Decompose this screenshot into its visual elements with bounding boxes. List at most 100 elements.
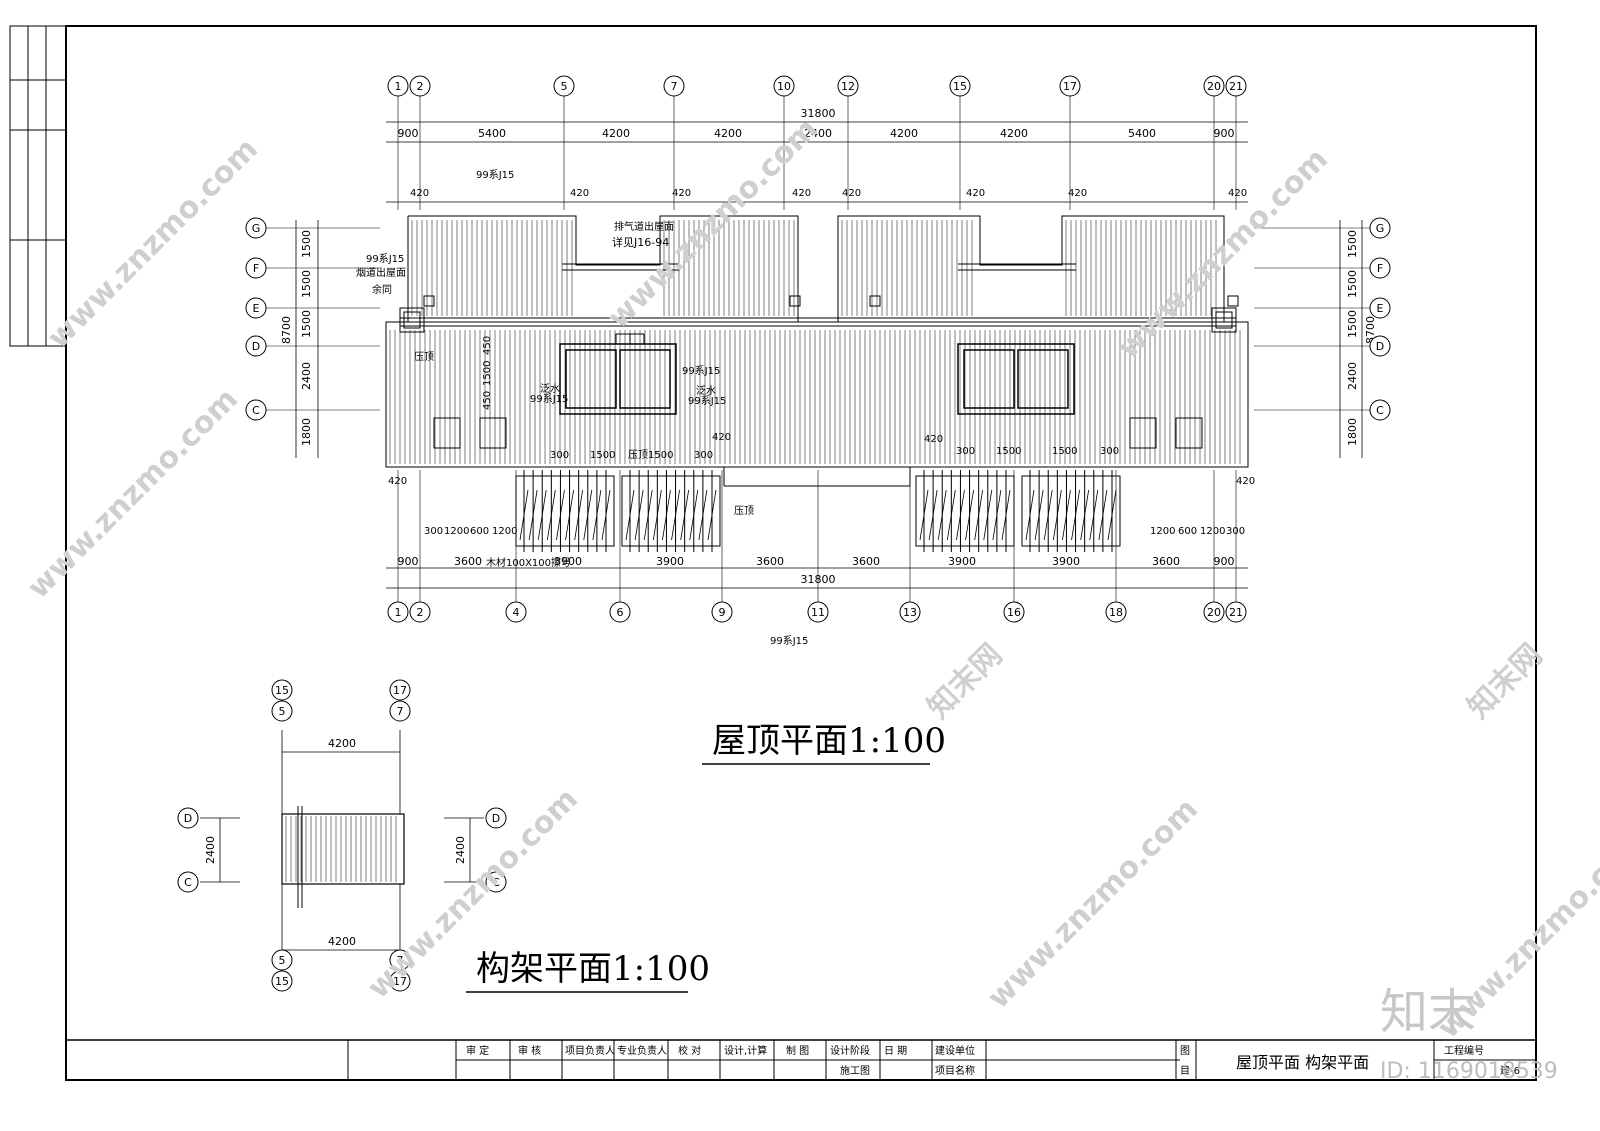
roof-plan: 31800 31800 8700 8700 99系J15 99系J15 99系J… <box>245 75 1391 765</box>
axis-top-12: 12 <box>837 75 859 97</box>
axis-bottom-13: 13 <box>899 601 921 623</box>
axis-right-C-label: C <box>1376 404 1384 417</box>
overall-dim-top: 31800 <box>801 107 836 120</box>
axis-right-F-label: F <box>1377 262 1383 275</box>
frame-axis-bottom-b-1-label: 17 <box>393 975 407 988</box>
tb-draw: 制 图 <box>786 1044 809 1057</box>
axis-top-21-label: 21 <box>1229 80 1243 93</box>
top-dim-7: 5400 <box>1128 127 1156 140</box>
watermark-site-1: www.znzmo.com <box>41 132 265 356</box>
note-same: 余同 <box>372 283 392 296</box>
note-ref-3: 99系J15 <box>770 635 808 647</box>
axis-left-F-label: F <box>253 262 259 275</box>
frame-hatching <box>285 816 397 882</box>
top-dim-5: 4200 <box>890 127 918 140</box>
axis-left-G: G <box>245 217 267 239</box>
axis-right-E-label: E <box>1377 302 1384 315</box>
bottom-dim-7: 3900 <box>1052 555 1080 568</box>
tb-drawing-label-1: 图 <box>1180 1045 1190 1057</box>
frame-axis-top-b-0-label: 5 <box>279 705 286 718</box>
note-slope-2: 泛水 <box>540 383 560 395</box>
roof-texts: 31800 31800 8700 8700 99系J15 99系J15 99系J… <box>280 107 1377 761</box>
vertical-total-right: 8700 <box>1364 316 1377 344</box>
dim-1500-v: 1500 <box>482 361 493 386</box>
note-slope-1: 泛水 <box>696 385 716 397</box>
top-dim-6: 4200 <box>1000 127 1028 140</box>
axis-top-7-label: 7 <box>671 80 678 93</box>
pergolas <box>515 470 1121 552</box>
axis-bottom-16-label: 16 <box>1007 606 1021 619</box>
watermark-id: ID: 1169018539 <box>1380 1059 1558 1084</box>
tb-sheet-no: 建-6 <box>1500 1064 1520 1077</box>
axis-top-15: 15 <box>949 75 971 97</box>
frame-axis-bottom-b-1: 17 <box>389 970 411 992</box>
frame-axis-right-D-label: D <box>492 812 500 825</box>
top-dim-3: 4200 <box>714 127 742 140</box>
axis-bottom-4: 4 <box>505 601 527 623</box>
frame-axis-bottom-b-0-label: 15 <box>275 975 289 988</box>
axis-bottom-1-label: 1 <box>395 606 402 619</box>
title-block: 审 定 审 核 项目负责人 专业负责人 校 对 设计,计算 制 图 设计阶段 施… <box>66 1039 1536 1080</box>
top-dim-4: 2400 <box>804 127 832 140</box>
dim-300-d: 300 <box>1100 446 1119 457</box>
axis-bottom-18-label: 18 <box>1109 606 1123 619</box>
dim-450-b: 450 <box>482 391 493 410</box>
axis-top-17: 17 <box>1059 75 1081 97</box>
note-pressure-2: 压顶 <box>628 449 648 461</box>
axis-top-1-label: 1 <box>395 80 402 93</box>
axis-top-12-label: 12 <box>841 80 855 93</box>
bottom-dim-3: 3900 <box>656 555 684 568</box>
dim-420-k: 420 <box>712 432 731 443</box>
dim-1500-a: 1500 <box>590 450 615 461</box>
dim-420-l: 420 <box>924 434 943 445</box>
dim-420-j: 420 <box>1236 476 1255 487</box>
dim-420-e: 420 <box>842 188 861 199</box>
signature-strip <box>9 25 67 347</box>
stair-blocks <box>559 343 1075 415</box>
tb-drawing-name: 屋顶平面 构架平面 <box>1236 1053 1369 1072</box>
axis-left-E: E <box>245 297 267 319</box>
dim-1200-b: 1200 <box>492 526 517 537</box>
axis-top-15-label: 15 <box>953 80 967 93</box>
frame-axis-right-C: C <box>485 871 507 893</box>
tb-check: 校 对 <box>678 1044 701 1057</box>
dim-420-i: 420 <box>388 476 407 487</box>
frame-depth-dim-right: 2400 <box>454 836 467 864</box>
axis-top-21: 21 <box>1225 75 1247 97</box>
tb-design: 设计,计算 <box>724 1044 767 1057</box>
note-beam: 木材100X100擦号 <box>486 556 571 569</box>
frame-axis-bottom-a-0: 5 <box>271 949 293 971</box>
axis-top-5-label: 5 <box>561 80 568 93</box>
frame-rect <box>281 813 405 885</box>
vent-boxes <box>399 295 1239 449</box>
frame-width-dim-top: 4200 <box>328 737 356 750</box>
axis-bottom-11-label: 11 <box>811 606 825 619</box>
axis-left-F: F <box>245 257 267 279</box>
right-vdim-2: 1500 <box>1346 310 1359 338</box>
axis-top-2: 2 <box>409 75 431 97</box>
bottom-dim-9: 900 <box>1214 555 1235 568</box>
bottom-dim-1: 3600 <box>454 555 482 568</box>
left-vdim-2: 1500 <box>300 310 313 338</box>
axis-left-D-label: D <box>252 340 260 353</box>
axis-right-D: D <box>1369 335 1391 357</box>
bottom-dim-8: 3600 <box>1152 555 1180 568</box>
watermark-brand-2: 知末网 <box>921 637 1009 725</box>
dim-420-b: 420 <box>570 188 589 199</box>
frame-axis-bottom-a-1: 7 <box>389 949 411 971</box>
note-ref-6: 99系J15 <box>530 393 568 405</box>
note-chimney: 烟道出屋面 <box>356 266 406 279</box>
top-dim-0: 900 <box>398 127 419 140</box>
dim-300-f: 300 <box>1226 526 1245 537</box>
left-vdim-1: 1500 <box>300 270 313 298</box>
axis-top-20: 20 <box>1203 75 1225 97</box>
right-vdim-3: 2400 <box>1346 362 1359 390</box>
dim-600-b: 600 <box>1178 526 1197 537</box>
frame-axis-top-b-0: 5 <box>271 700 293 722</box>
right-vdim-1: 1500 <box>1346 270 1359 298</box>
note-pressure-1: 压顶 <box>414 351 434 363</box>
tb-discipline-lead: 专业负责人 <box>617 1044 667 1057</box>
frame-depth-dim-left: 2400 <box>204 836 217 864</box>
frame-axis-bottom-b-0: 15 <box>271 970 293 992</box>
